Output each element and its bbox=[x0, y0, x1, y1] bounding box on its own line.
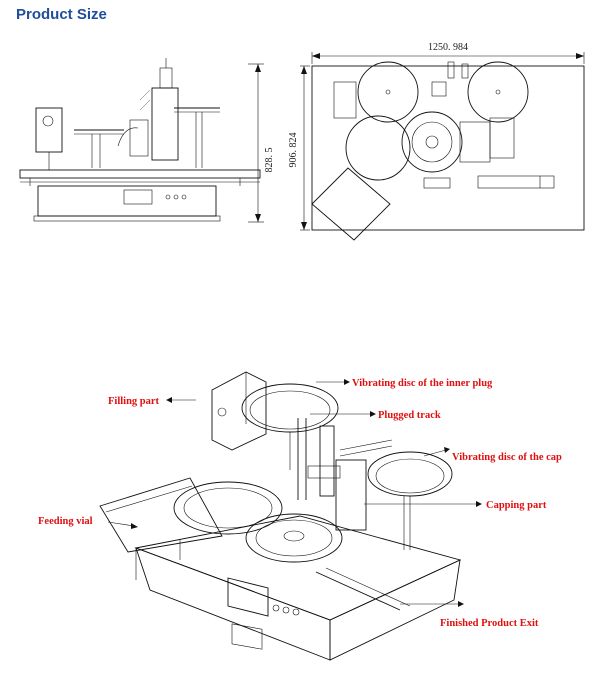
label-finished-product-exit: Finished Product Exit bbox=[440, 618, 539, 629]
label-plugged-track: Plugged track bbox=[378, 410, 441, 421]
top-depth-dimension: 906. 824 bbox=[288, 133, 299, 168]
section-heading: Product Size bbox=[16, 6, 107, 23]
label-vibrating-disc-cap: Vibrating disc of the cap bbox=[452, 452, 562, 463]
label-pointers bbox=[107, 379, 482, 607]
overall-width-dimension: 1250. 984 bbox=[428, 42, 468, 53]
top-view-drawing bbox=[300, 52, 585, 241]
label-capping-part: Capping part bbox=[486, 500, 547, 511]
label-feeding-vial: Feeding vial bbox=[38, 516, 93, 527]
front-view-drawing bbox=[19, 58, 264, 223]
label-vibrating-disc-inner-plug: Vibrating disc of the inner plug bbox=[352, 378, 493, 389]
label-filling-part: Filling part bbox=[108, 396, 160, 407]
perspective-drawing bbox=[99, 371, 462, 661]
front-height-dimension: 828. 5 bbox=[264, 148, 275, 173]
